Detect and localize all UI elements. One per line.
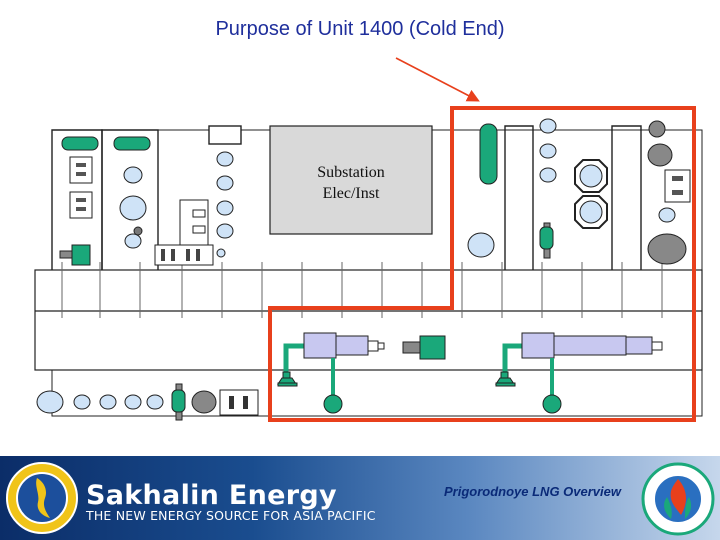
pump	[71, 244, 91, 266]
footer-banner	[0, 456, 720, 540]
substation-building	[269, 125, 433, 235]
brand-tagline: THE NEW ENERGY SOURCE FOR ASIA PACIFIC	[86, 508, 376, 523]
switch-box	[69, 191, 93, 219]
substation-label-line2: Elec/Inst	[322, 185, 380, 202]
substation-label: Substation Elec/Inst	[270, 162, 432, 204]
bottom-equipment	[36, 383, 259, 421]
horizontal-drum	[113, 136, 151, 151]
brand-name: Sakhalin Energy	[86, 480, 337, 511]
unit-1400-highlight	[268, 106, 696, 422]
sakhalin-logo-icon	[6, 462, 78, 534]
presentation-subtitle: Prigorodnoye LNG Overview	[444, 484, 621, 499]
cold-end-equipment	[467, 118, 691, 265]
vertical-vessel	[479, 123, 498, 185]
tank	[124, 233, 142, 249]
slide-title: Purpose of Unit 1400 (Cold End)	[215, 18, 505, 40]
motor-driver	[402, 335, 446, 360]
tank	[123, 166, 143, 184]
plant-emblem-icon	[641, 462, 715, 536]
compressor-train-2	[495, 332, 663, 414]
switch-box	[69, 156, 93, 184]
switchgear	[154, 151, 234, 266]
pointer-arrow	[395, 57, 480, 102]
plant-layout-diagram	[34, 57, 703, 422]
tank	[119, 195, 147, 221]
substation-label-line1: Substation	[317, 164, 385, 181]
building-outlines	[51, 125, 642, 270]
small-vertical-vessel	[539, 226, 554, 250]
compressor-train-1	[277, 332, 385, 414]
horizontal-drum	[61, 136, 99, 151]
left-equipment	[59, 136, 151, 266]
